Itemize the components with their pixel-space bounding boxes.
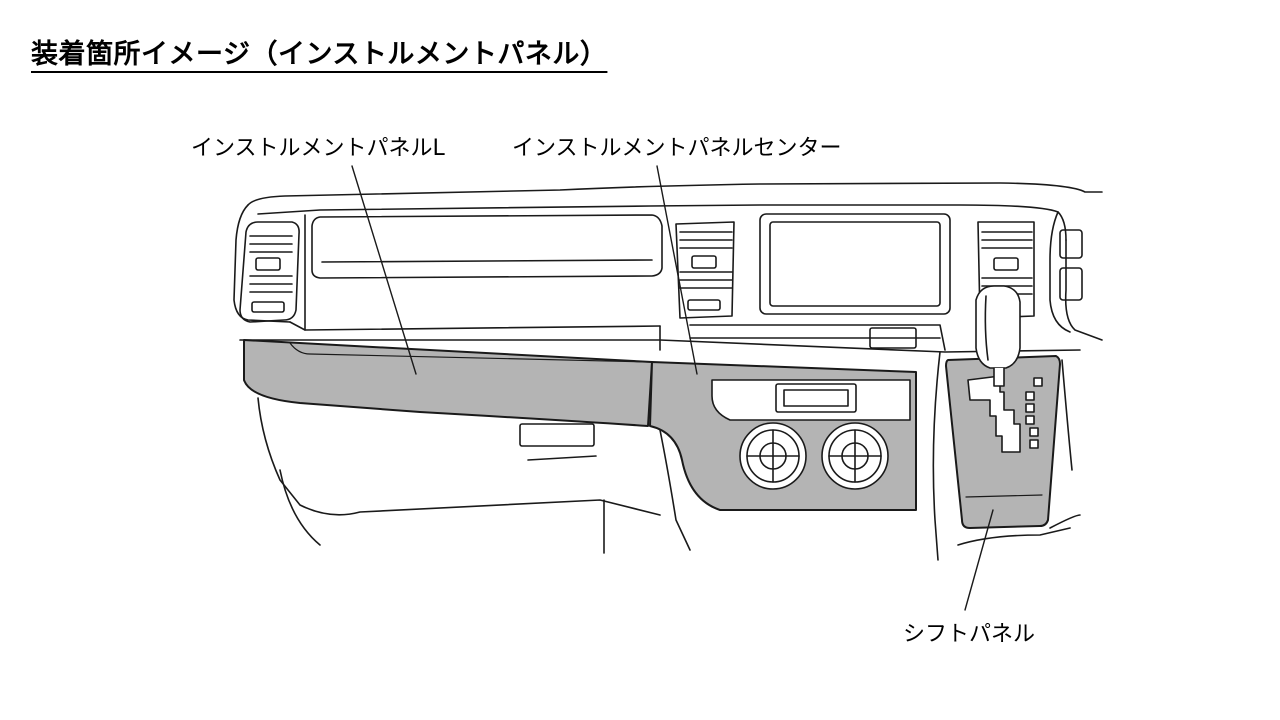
- right-air-vent: [977, 221, 1035, 319]
- center-left-air-vent: [675, 221, 735, 319]
- glove-box: [257, 397, 691, 554]
- instrument-panel-center-highlight: [649, 361, 917, 511]
- upper-recess: [311, 214, 663, 279]
- dashboard-outline: [233, 182, 1103, 353]
- instrument-panel-l-highlight: [243, 339, 653, 427]
- callout-label-instrument-panel-l: インストルメントパネルL: [191, 136, 445, 161]
- left-air-vent: [239, 221, 300, 323]
- hazard-switch: [869, 327, 917, 349]
- leader-line-shift-panel: [964, 509, 994, 611]
- navigation-screen: [759, 213, 951, 315]
- page-title: 装着箇所イメージ（インストルメントパネル）: [31, 39, 608, 70]
- shift-panel-highlight: [945, 355, 1061, 529]
- callout-label-instrument-panel-center: インストルメントパネルセンター: [512, 136, 842, 161]
- right-switches: [1059, 229, 1083, 301]
- console-lower: [932, 351, 1081, 561]
- panel-l-edge: [289, 342, 651, 363]
- shift-knob: [975, 285, 1021, 387]
- leader-line-panel-l: [351, 165, 417, 375]
- leader-lines: [351, 165, 994, 611]
- leader-line-panel-center: [656, 165, 698, 375]
- callout-label-shift-panel: シフトパネル: [903, 622, 1036, 647]
